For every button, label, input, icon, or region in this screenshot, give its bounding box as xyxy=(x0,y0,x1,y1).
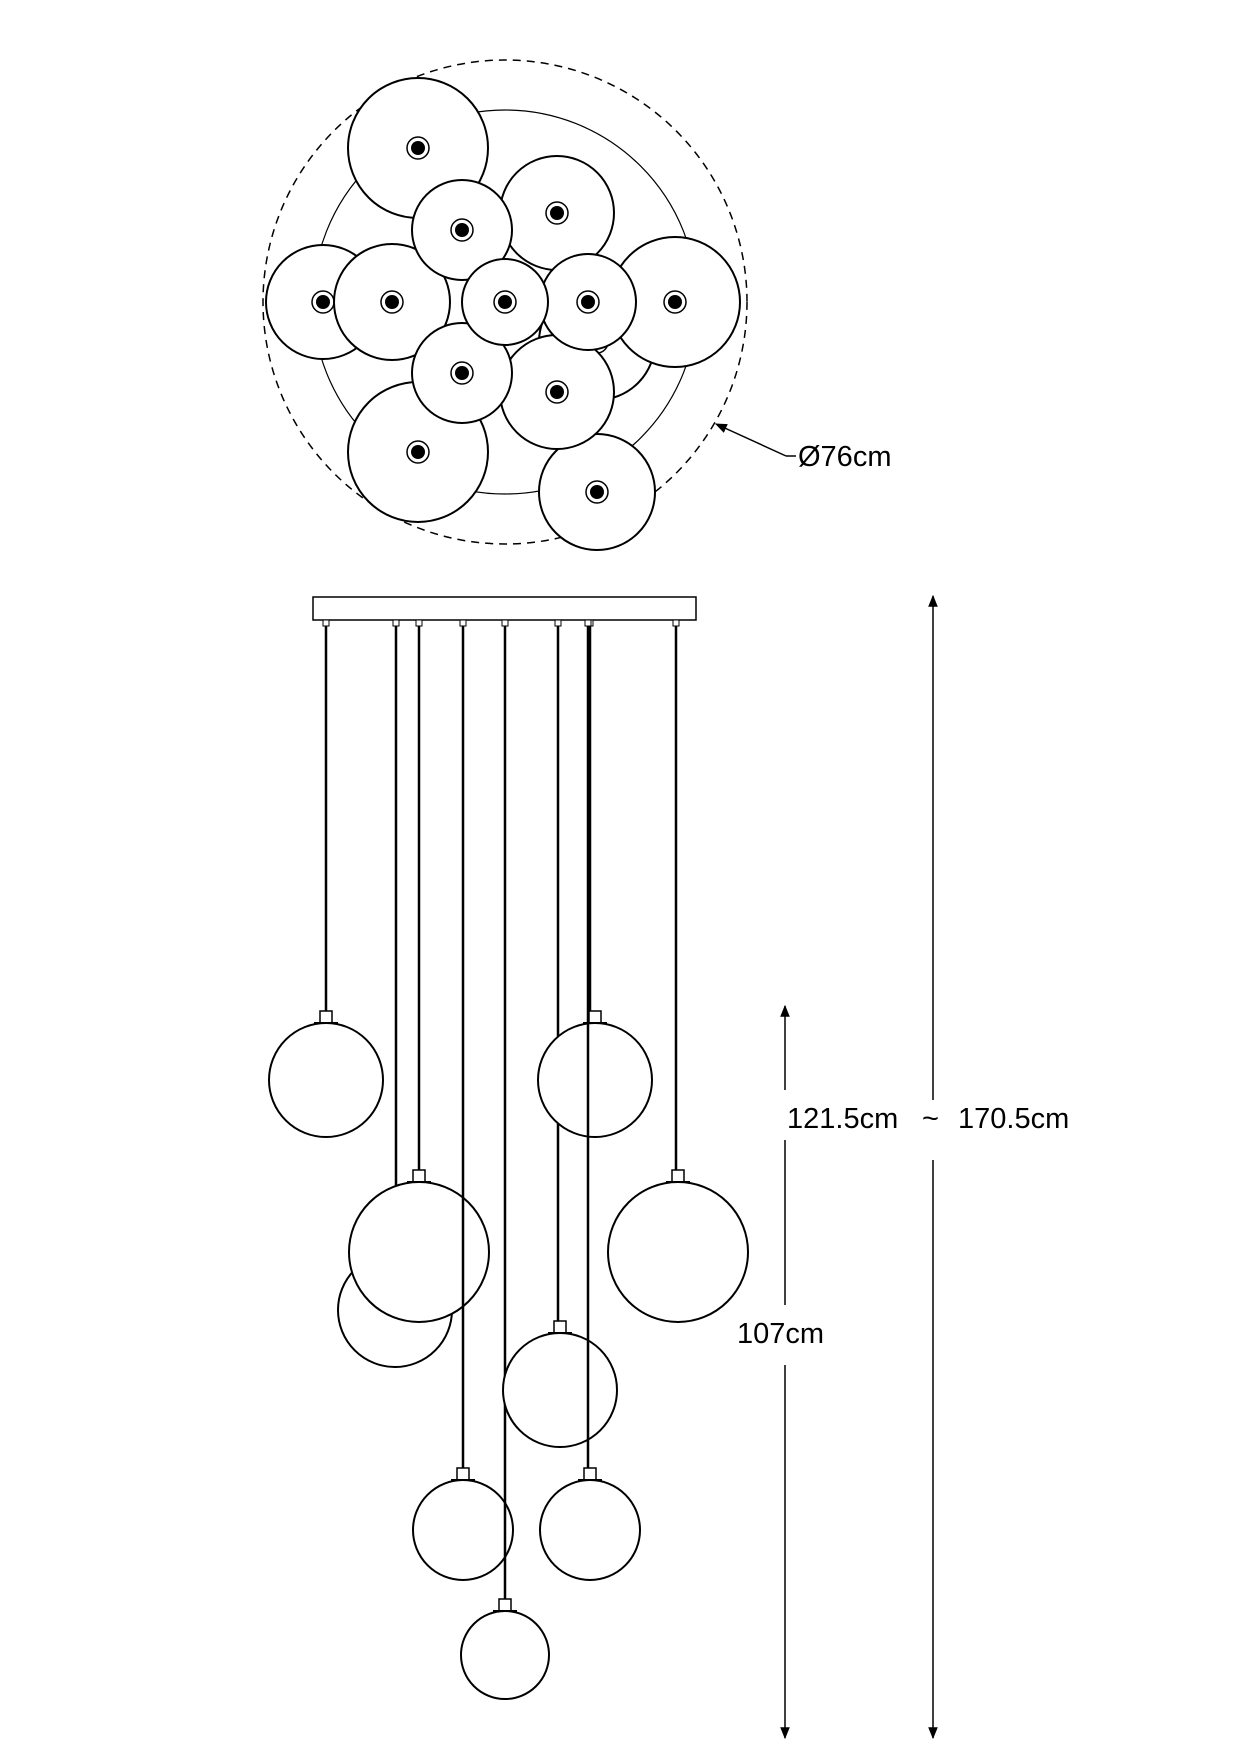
cable-grip xyxy=(392,619,400,627)
socket-dot xyxy=(411,445,425,459)
socket-dot xyxy=(668,295,682,309)
glass-globe xyxy=(460,1610,550,1700)
pendant xyxy=(268,619,384,1138)
shortest-drop-label: 107cm xyxy=(737,1318,824,1350)
top-shade xyxy=(539,253,637,351)
outer-diameter-dashed-circle xyxy=(262,59,748,545)
cable-grip xyxy=(672,619,680,627)
top-shade xyxy=(461,258,549,346)
top-shade xyxy=(411,322,513,424)
pendant xyxy=(537,619,653,1138)
pendant xyxy=(412,619,514,1581)
height-tilde: ~ xyxy=(922,1103,939,1135)
height-max-label: 170.5cm xyxy=(958,1103,1069,1135)
socket-dot xyxy=(581,295,595,309)
top-shade xyxy=(499,155,615,271)
globe-cap xyxy=(456,1467,470,1481)
pendant xyxy=(460,619,550,1700)
diameter-label: Ø76cm xyxy=(798,441,891,473)
globe-cap xyxy=(319,1010,333,1024)
pendants xyxy=(268,619,749,1700)
glass-globe xyxy=(412,1479,514,1581)
globe-cap xyxy=(553,1320,567,1334)
socket-dot xyxy=(455,366,469,380)
globe-cap xyxy=(671,1169,685,1183)
cable-grip xyxy=(501,619,509,627)
socket-dot xyxy=(455,223,469,237)
globe-cap xyxy=(412,1169,426,1183)
pendant xyxy=(539,619,641,1581)
glass-globe xyxy=(348,1181,490,1323)
socket-dot xyxy=(590,485,604,499)
globe-cap xyxy=(588,1010,602,1024)
glass-globe xyxy=(502,1332,618,1448)
cable-grip xyxy=(322,619,330,627)
globe-cap xyxy=(583,1467,597,1481)
glass-globe xyxy=(607,1181,749,1323)
cable-grip xyxy=(459,619,467,627)
top-view: Ø76cm xyxy=(262,59,891,551)
socket-dot xyxy=(316,295,330,309)
globe-cap xyxy=(498,1598,512,1612)
socket-dot xyxy=(385,295,399,309)
socket-dot xyxy=(550,385,564,399)
top-shade xyxy=(411,179,513,281)
side-view: 121.5cm ~ 170.5cm 107cm xyxy=(268,594,1069,1740)
top-shade xyxy=(609,236,741,368)
pendant xyxy=(607,619,749,1323)
height-min-label: 121.5cm xyxy=(787,1103,898,1135)
ceiling-canopy xyxy=(312,596,697,621)
pendant xyxy=(348,619,490,1323)
diameter-leader-line xyxy=(714,423,787,457)
top-shade xyxy=(333,243,451,361)
cable-grip xyxy=(554,619,562,627)
glass-globe xyxy=(268,1022,384,1138)
socket-dot xyxy=(498,295,512,309)
cable-grip xyxy=(584,619,592,627)
socket-dot xyxy=(550,206,564,220)
glass-globe xyxy=(537,1022,653,1138)
top-shade xyxy=(538,433,656,551)
cable-grip xyxy=(415,619,423,627)
glass-globe xyxy=(539,1479,641,1581)
top-view-shades xyxy=(265,77,741,551)
top-shade xyxy=(499,334,615,450)
socket-dot xyxy=(411,141,425,155)
